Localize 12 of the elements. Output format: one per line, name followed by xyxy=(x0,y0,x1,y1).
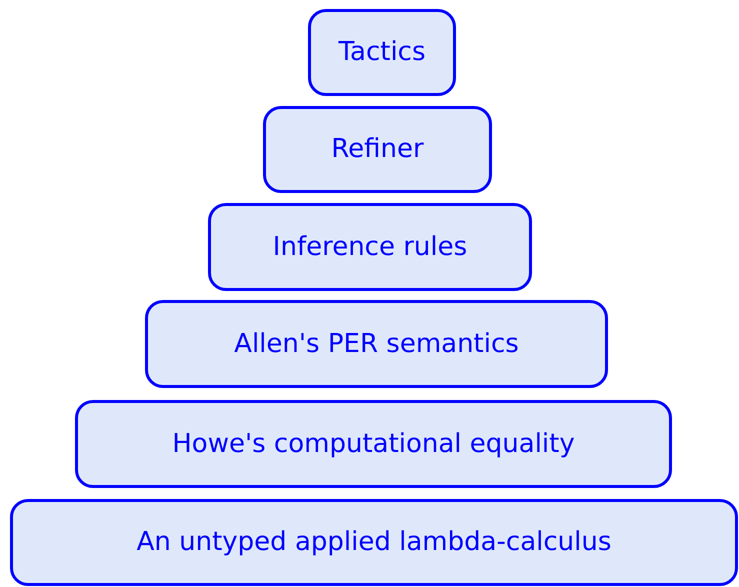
layer-box xyxy=(263,106,492,193)
layer-label: An untyped applied lambda-calculus xyxy=(136,526,612,559)
layer-box xyxy=(75,400,672,488)
layer-label: Howe's computational equality xyxy=(172,428,575,460)
layer-box xyxy=(145,300,608,388)
layer-label: Allen's PER semantics xyxy=(234,328,519,360)
layer-label: Tactics xyxy=(338,36,426,69)
layer-label: Refiner xyxy=(331,133,424,166)
layer-label: Inference rules xyxy=(272,230,468,264)
layer-box xyxy=(10,499,738,586)
layer-box xyxy=(308,9,456,96)
layer-box xyxy=(208,203,532,291)
